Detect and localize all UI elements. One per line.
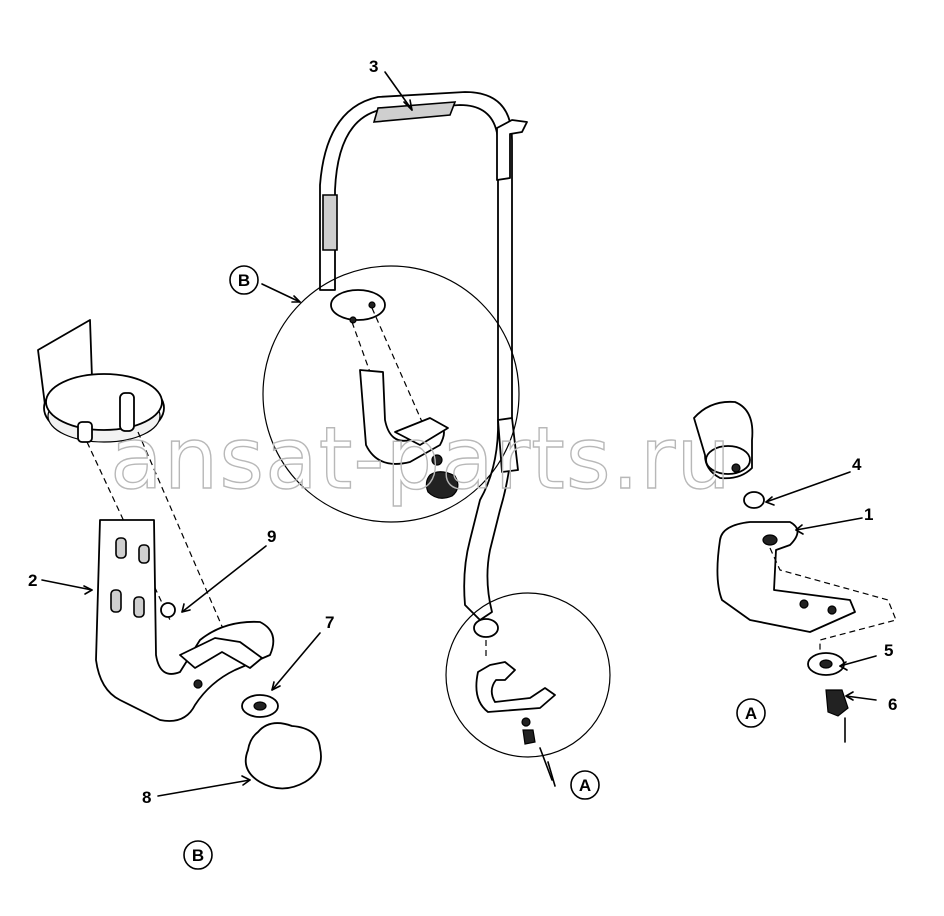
- callout-7: 7: [325, 613, 334, 632]
- callout-8: 8: [142, 788, 151, 807]
- view-label-a-right-text: A: [745, 704, 757, 723]
- view-label-b-bottom: B: [183, 840, 213, 870]
- callout-6: 6: [888, 695, 897, 714]
- view-label-b-top: B: [229, 265, 259, 295]
- view-label-b-bottom-text: B: [192, 846, 204, 865]
- callout-5: 5: [884, 641, 893, 660]
- callout-3: 3: [369, 57, 378, 76]
- view-label-a-mid-text: A: [579, 776, 591, 795]
- bracket-2-assembly: [37, 319, 322, 790]
- watermark-text: ansat-parts.ru: [110, 409, 732, 509]
- view-label-a-mid: A: [570, 770, 600, 800]
- view-label-b-top-text: B: [238, 271, 250, 290]
- detail-circle-a: [445, 592, 611, 781]
- callout-2: 2: [28, 571, 37, 590]
- leader-lines: [41, 71, 877, 797]
- bracket-1-assembly: [693, 400, 897, 743]
- detail-circle-b: [262, 265, 520, 523]
- callout-4: 4: [852, 455, 862, 474]
- view-label-a-right: A: [736, 698, 766, 728]
- callout-9: 9: [267, 527, 276, 546]
- tube-bar-assembly: [319, 91, 528, 638]
- callout-1: 1: [864, 505, 873, 524]
